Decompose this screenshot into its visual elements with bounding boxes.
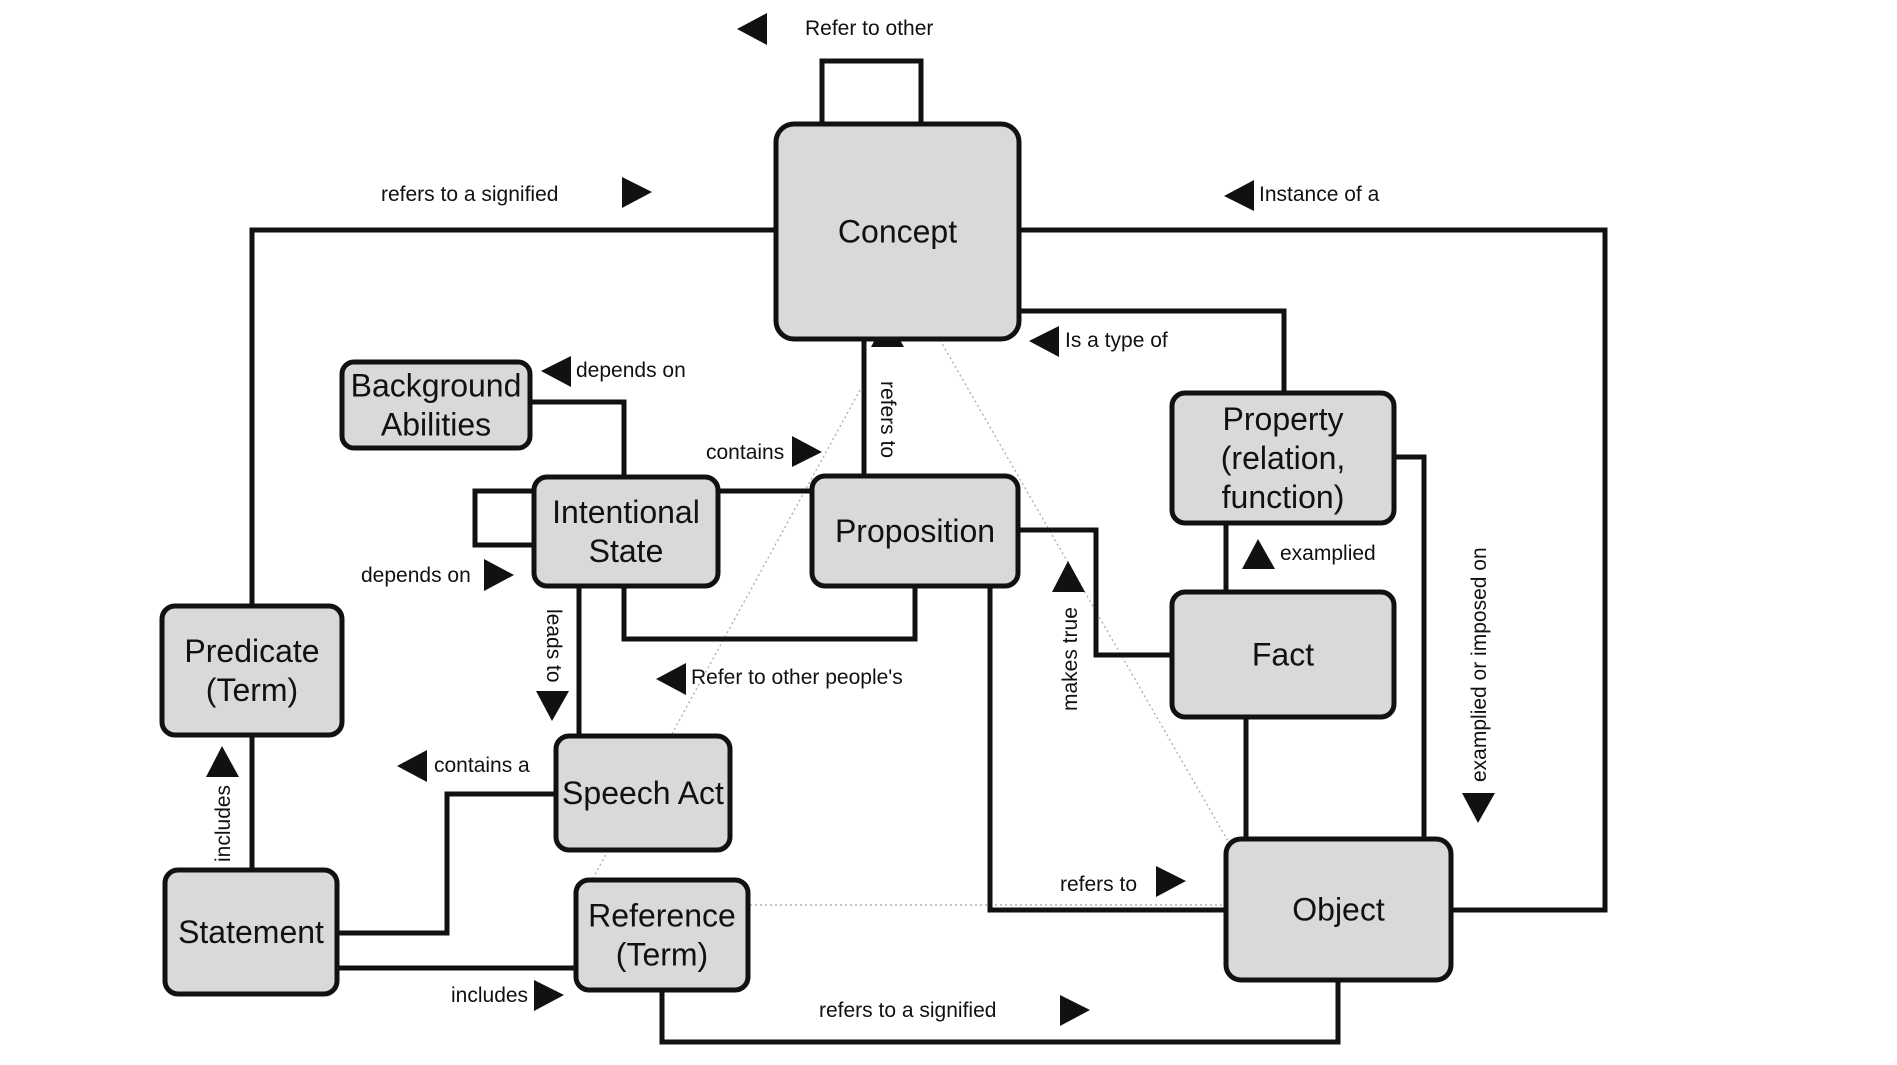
edge-label-intentional-self: depends on <box>361 564 471 587</box>
arrow-up-icon <box>206 746 239 777</box>
arrow-up-icon <box>1052 561 1085 592</box>
node-label: Background <box>351 368 522 404</box>
node-box <box>1169 589 1397 720</box>
edge-label-object-concept: Instance of a <box>1259 183 1380 206</box>
node-reference[interactable]: Reference(Term) <box>573 877 751 993</box>
node-proposition[interactable]: Proposition <box>809 473 1021 589</box>
node-label: Object <box>1292 892 1385 928</box>
edge-label-property-object: examplied or imposed on <box>1468 547 1491 782</box>
arrow-left-icon <box>541 356 571 387</box>
arrow-right-icon <box>1156 866 1186 897</box>
node-label: (Term) <box>616 937 708 973</box>
edge-label-statement-reference: includes <box>451 984 528 1007</box>
edge-concept-self <box>819 58 924 124</box>
edge-label-speech-statement: contains a <box>434 754 530 777</box>
node-box <box>162 867 340 997</box>
edge-concept-property <box>1019 308 1287 393</box>
edge-labels: Refer to other refers to a signified Ins… <box>212 17 1491 1022</box>
edge-proposition-object <box>987 586 1226 913</box>
node-label: function) <box>1222 479 1345 515</box>
node-label: Intentional <box>552 494 700 530</box>
edge-label-statement-predicate: includes <box>212 785 235 862</box>
node-label: Predicate <box>184 633 319 669</box>
node-box <box>1223 836 1454 983</box>
node-box <box>773 121 1022 342</box>
edge-label-property-concept: Is a type of <box>1065 329 1168 352</box>
edge-concept-object <box>1019 227 1608 913</box>
arrow-up-icon <box>1242 539 1275 569</box>
arrow-right-icon <box>1060 995 1090 1026</box>
edge-label-speech-other: Refer to other people's <box>691 666 903 689</box>
node-box <box>573 877 751 993</box>
node-box <box>159 603 345 738</box>
arrow-right-icon <box>622 177 652 208</box>
node-label: Statement <box>178 914 324 950</box>
arrow-left-icon <box>737 13 767 45</box>
node-concept[interactable]: Concept <box>773 121 1022 342</box>
node-box <box>553 733 733 853</box>
edge-reference-object <box>659 980 1341 1045</box>
node-box <box>809 473 1021 589</box>
edge-label-reference-object: refers to a signified <box>819 999 996 1022</box>
node-predicate[interactable]: Predicate(Term) <box>159 603 345 738</box>
edge-statement-speech <box>337 791 556 936</box>
node-label: Speech Act <box>562 775 724 811</box>
node-label: Abilities <box>381 407 491 443</box>
edge-label-proposition-concept: refers to <box>876 381 899 458</box>
edge-label-intentional-background: depends on <box>576 359 686 382</box>
arrow-left-icon <box>1029 326 1059 357</box>
edge-label-fact-proposition: makes true <box>1059 607 1082 711</box>
arrowheads <box>206 13 1495 1026</box>
arrow-right-icon <box>792 436 822 467</box>
node-label: Reference <box>588 898 736 934</box>
node-property[interactable]: Property(relation,function) <box>1169 390 1397 526</box>
edge-proposition-fact <box>1018 527 1172 658</box>
edge-background-intentional <box>530 399 627 477</box>
node-box <box>531 474 721 589</box>
arrow-down-icon <box>1462 793 1495 823</box>
edge-intentional-self <box>472 488 534 548</box>
edge-label-predicate-concept: refers to a signified <box>381 183 558 206</box>
edge-label-intentional-speech: leads to <box>542 609 565 683</box>
node-label: (relation, <box>1221 440 1346 476</box>
node-statement[interactable]: Statement <box>162 867 340 997</box>
node-box <box>1169 390 1397 526</box>
edge-property-object <box>1394 454 1427 839</box>
node-label: State <box>589 533 664 569</box>
node-object[interactable]: Object <box>1223 836 1454 983</box>
node-label: Property <box>1223 401 1344 437</box>
node-speech-act[interactable]: Speech Act <box>553 733 733 853</box>
edge-intentional-proposition-loop <box>621 586 918 642</box>
arrow-left-icon <box>397 750 427 782</box>
arrow-left-icon <box>656 663 686 695</box>
edge-label-proposition-object: refers to <box>1060 873 1137 896</box>
node-label: Fact <box>1252 637 1314 673</box>
arrow-left-icon <box>1224 180 1254 211</box>
connectors <box>249 58 1608 1045</box>
node-label: Concept <box>838 214 957 250</box>
arrow-right-icon <box>534 980 564 1011</box>
edge-label-property-fact: examplied <box>1280 542 1376 565</box>
arrow-right-icon <box>484 559 514 591</box>
node-fact[interactable]: Fact <box>1169 589 1397 720</box>
edge-label-concept-self: Refer to other <box>805 17 933 40</box>
node-label: Proposition <box>835 513 995 549</box>
arrow-down-icon <box>536 691 569 721</box>
node-box <box>339 359 533 451</box>
node-label: (Term) <box>206 672 298 708</box>
edge-label-intentional-proposition: contains <box>706 441 784 464</box>
edge-predicate-concept <box>249 227 775 606</box>
